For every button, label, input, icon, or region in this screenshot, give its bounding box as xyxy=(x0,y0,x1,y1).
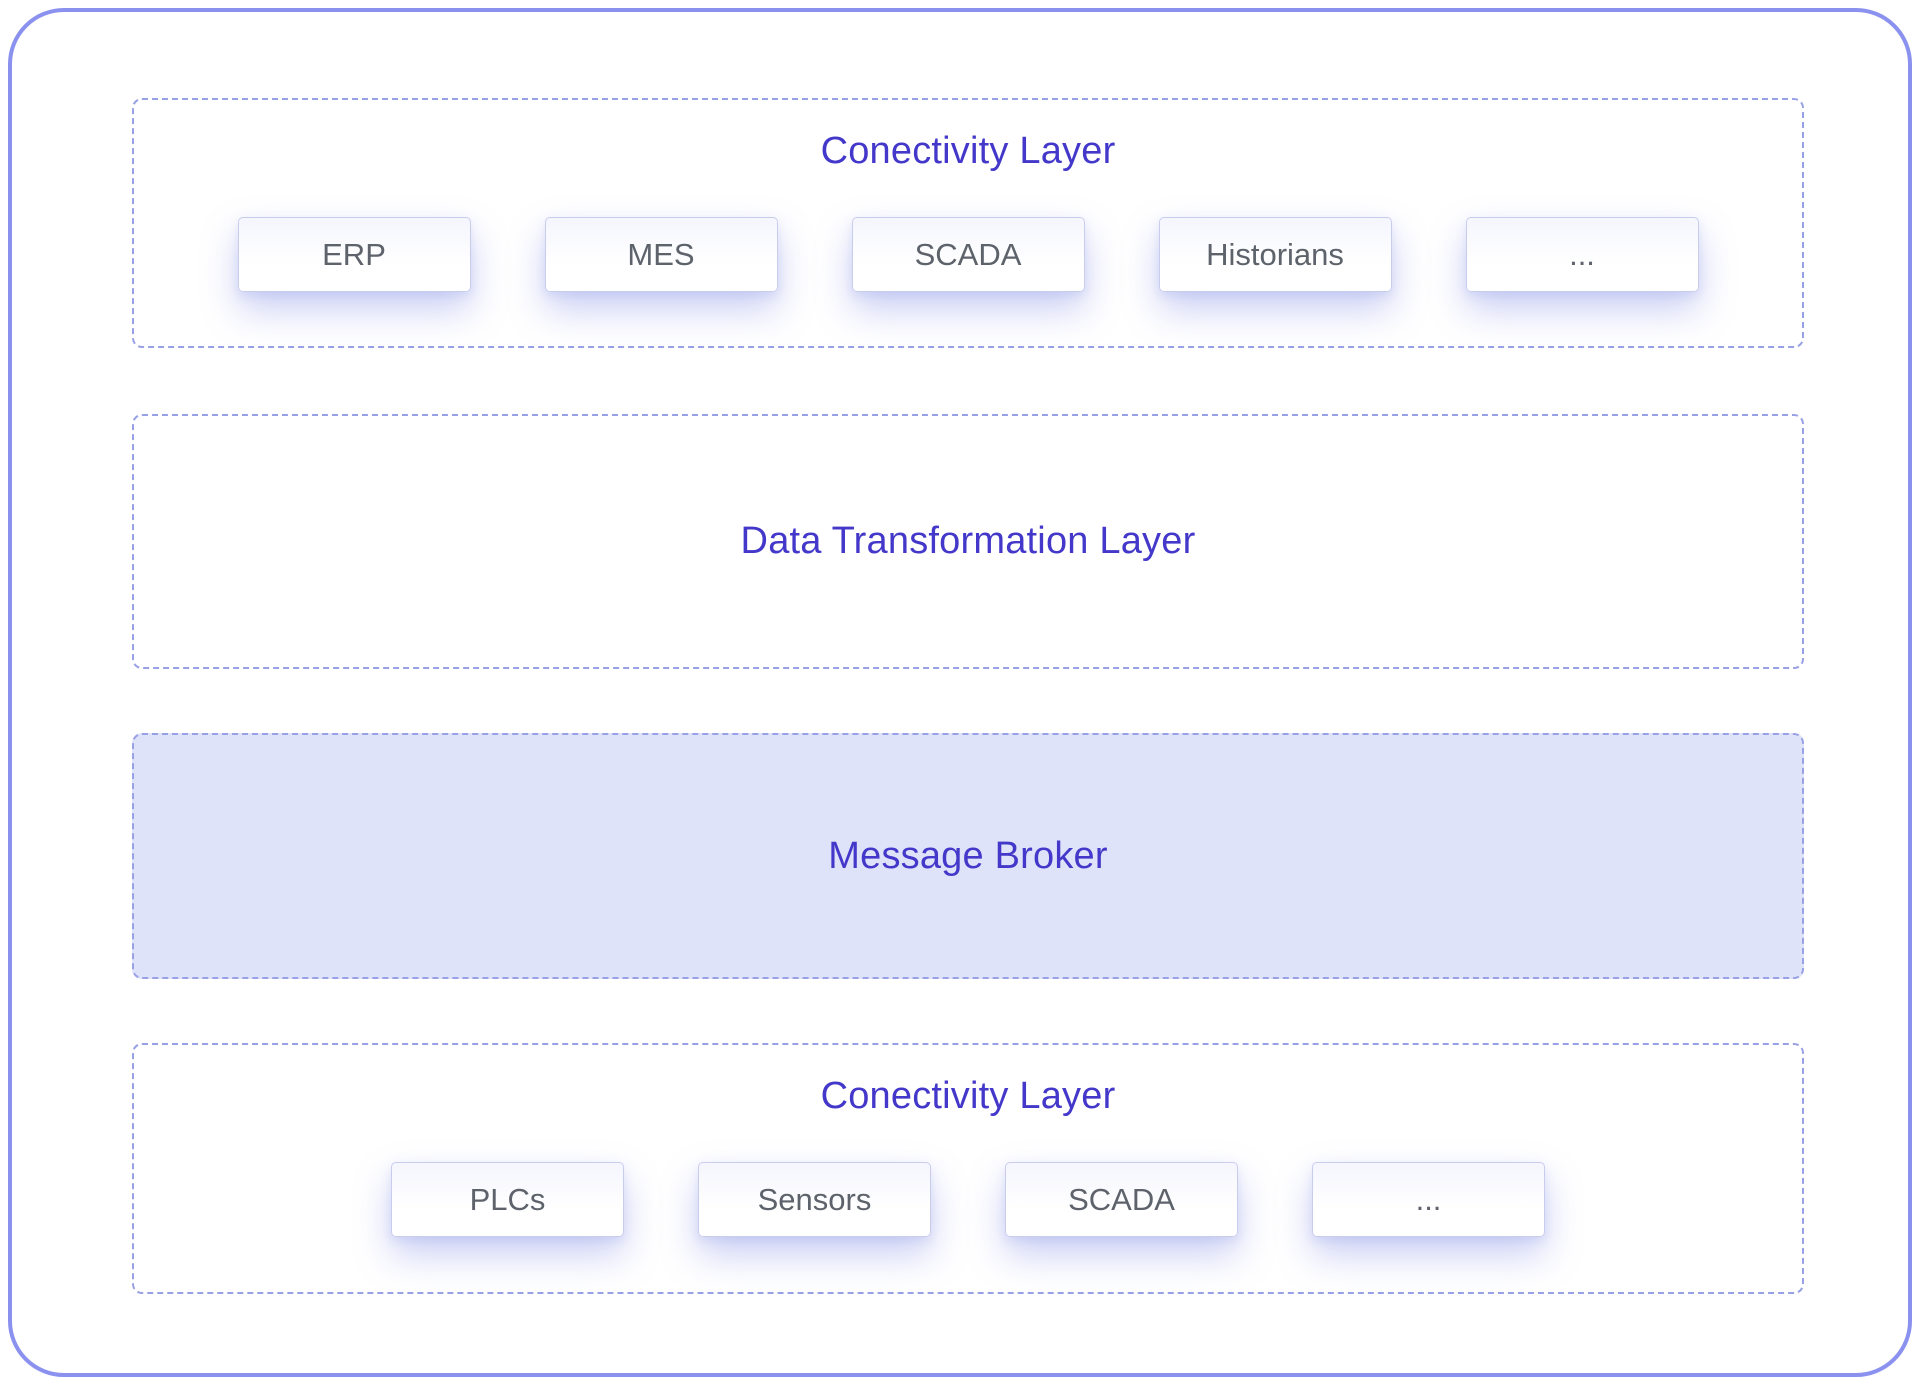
component-box-scada-top: SCADA xyxy=(851,217,1085,292)
layer-title-connectivity-bottom: Conectivity Layer xyxy=(820,1075,1116,1117)
layer-title-message-broker: Message Broker xyxy=(828,834,1108,877)
component-box-mes: MES xyxy=(544,217,778,292)
component-box-row-bottom: PLCs Sensors SCADA ... xyxy=(134,1162,1802,1237)
component-box-sensors: Sensors xyxy=(698,1162,931,1237)
layer-title-data-transformation: Data Transformation Layer xyxy=(740,520,1196,562)
diagram-outer-frame: Conectivity Layer ERP MES SCADA Historia… xyxy=(8,8,1912,1377)
component-box-row-top: ERP MES SCADA Historians ... xyxy=(134,217,1802,292)
component-box-ellipsis-bottom: ... xyxy=(1312,1162,1545,1237)
component-box-historians: Historians xyxy=(1158,217,1392,292)
component-box-ellipsis-top: ... xyxy=(1465,217,1699,292)
component-box-plcs: PLCs xyxy=(391,1162,624,1237)
component-box-erp: ERP xyxy=(237,217,471,292)
layer-section-connectivity-top: Conectivity Layer ERP MES SCADA Historia… xyxy=(132,98,1804,348)
layer-section-message-broker: Message Broker xyxy=(132,733,1804,979)
layer-section-connectivity-bottom: Conectivity Layer PLCs Sensors SCADA ... xyxy=(132,1043,1804,1294)
layer-section-data-transformation: Data Transformation Layer xyxy=(132,414,1804,669)
layer-title-connectivity-top: Conectivity Layer xyxy=(820,130,1116,172)
component-box-scada-bottom: SCADA xyxy=(1005,1162,1238,1237)
